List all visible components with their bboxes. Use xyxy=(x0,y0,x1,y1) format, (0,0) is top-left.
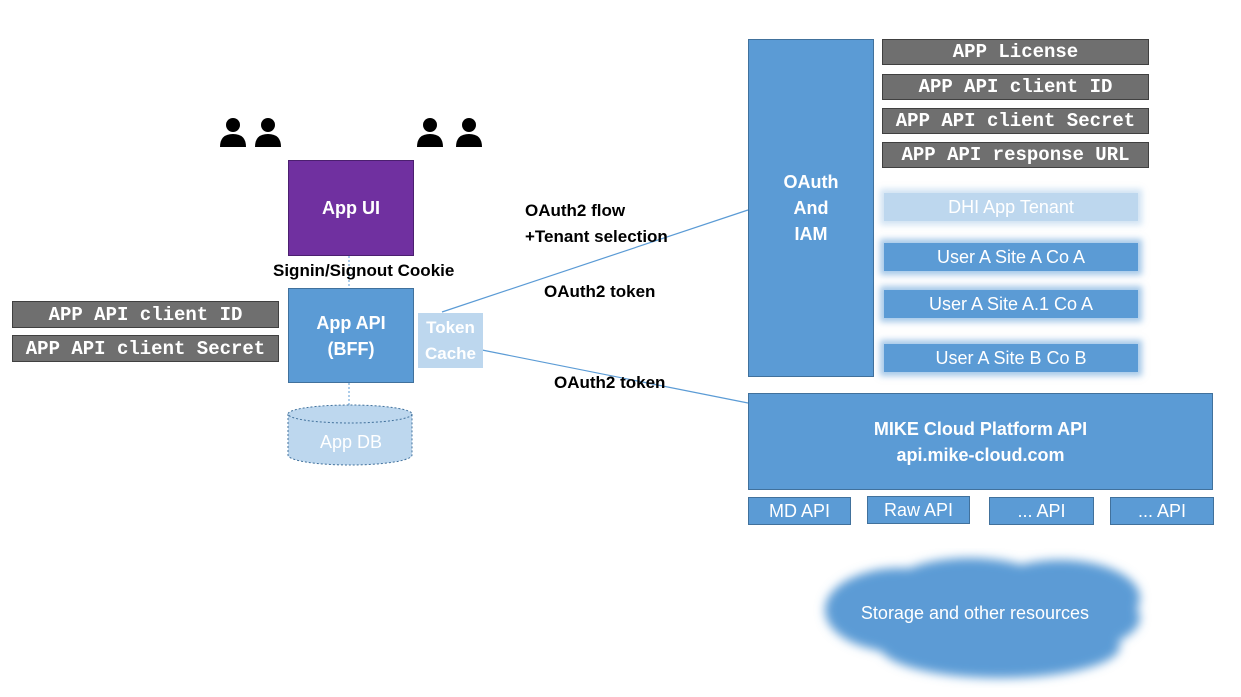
person-icon xyxy=(417,118,443,147)
app-db-cylinder xyxy=(287,404,413,466)
token-cache-label: Token Cache xyxy=(424,317,477,363)
person-icon xyxy=(220,118,246,147)
app-license-tag: APP License xyxy=(882,39,1149,65)
user-tenant-box: User A Site A.1 Co A xyxy=(884,290,1138,318)
oauth-iam-label: OAuth And IAM xyxy=(783,172,839,244)
app-api-label: App API (BFF) xyxy=(316,312,386,359)
signin-cookie-label: Signin/Signout Cookie xyxy=(273,261,455,280)
app-api-box: App API (BFF) xyxy=(288,288,414,383)
platform-api-box: MIKE Cloud Platform API api.mike-cloud.c… xyxy=(748,393,1213,490)
platform-api-url: api.mike-cloud.com xyxy=(896,444,1065,465)
app-response-url-tag: APP API response URL xyxy=(882,142,1149,168)
storage-label: Storage and other resources xyxy=(860,602,1090,623)
oauth-iam-box: OAuth And IAM xyxy=(748,39,874,377)
other-api-box: ... API xyxy=(989,497,1094,525)
raw-api-box: Raw API xyxy=(867,496,970,524)
token-cache-box: Token Cache xyxy=(418,313,483,368)
app-ui-box: App UI xyxy=(288,160,414,256)
app-ui-label: App UI xyxy=(322,197,380,218)
user-tenant-box: User A Site A Co A xyxy=(884,243,1138,271)
app-client-secret-tag: APP API client Secret xyxy=(882,108,1149,134)
oauth-flow-connector xyxy=(441,209,749,313)
platform-token-connector xyxy=(481,349,749,404)
other-api-box: ... API xyxy=(1110,497,1214,525)
oauth-token-upper-label: OAuth2 token xyxy=(544,282,656,301)
app-client-id-tag: APP API client ID xyxy=(882,74,1149,100)
left-client-secret-tag: APP API client Secret xyxy=(12,335,279,362)
oauth-flow-label: OAuth2 flow +Tenant selection xyxy=(525,201,668,246)
left-client-id-tag: APP API client ID xyxy=(12,301,279,328)
md-api-box: MD API xyxy=(748,497,851,525)
platform-api-title: MIKE Cloud Platform API xyxy=(873,418,1088,439)
storage-cloud xyxy=(825,558,1140,678)
oauth-token-lower-label: OAuth2 token xyxy=(554,373,666,392)
dhi-tenant-box: DHI App Tenant xyxy=(884,193,1138,221)
person-icon xyxy=(255,118,281,147)
person-icon xyxy=(456,118,482,147)
user-tenant-box: User A Site B Co B xyxy=(884,344,1138,372)
app-db-label: App DB xyxy=(319,431,383,452)
